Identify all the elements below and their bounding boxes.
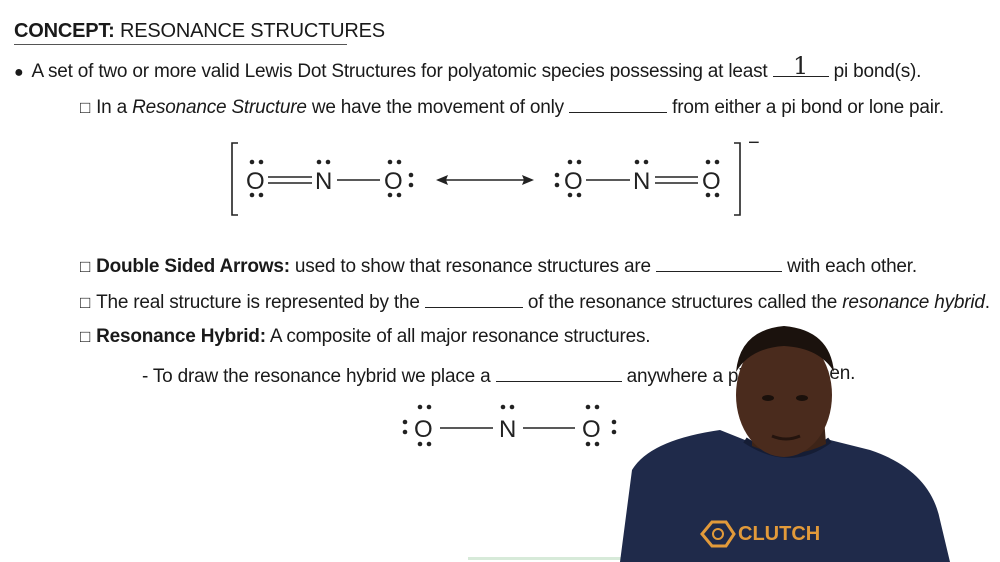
dashed-line-blank	[495, 363, 622, 382]
hybrid-line: □ Resonance Hybrid: A composite of all ma…	[80, 326, 651, 348]
definition-line: ● A set of two or more valid Lewis Dot St…	[14, 52, 922, 83]
definition-text: A set of two or more valid Lewis Dot Str…	[31, 61, 768, 82]
hybrid-atom-o2: O	[582, 416, 601, 443]
hybrid-diagram: O N O	[402, 404, 617, 447]
bottom-mark	[468, 557, 628, 560]
hybrid-atom-n: N	[499, 416, 516, 443]
rs2-end: .	[984, 292, 990, 313]
clutch-logo: CLUTCH	[700, 520, 820, 548]
average-blank	[424, 289, 523, 308]
lone-pairs	[249, 159, 264, 198]
atom-n1: N	[315, 168, 332, 195]
checkbox-icon: □	[80, 98, 91, 117]
structure-1: O N O	[246, 159, 414, 198]
double-arrow-icon	[436, 175, 534, 185]
movement-blank	[569, 94, 668, 113]
atom-o1: O	[246, 168, 265, 195]
hybrid-bold: Resonance Hybrid:	[96, 326, 266, 347]
atom-o3: O	[564, 168, 583, 195]
real-structure-line: □ The real structure is represented by th…	[80, 289, 990, 314]
da-text: used to show that resonance structures a…	[289, 256, 651, 277]
bullet-icon: ●	[14, 64, 24, 81]
hybrid-atom-o1: O	[414, 416, 433, 443]
resonance-diagram: − O N O O N	[231, 135, 760, 216]
rs2-text: The real structure is represented by the	[96, 292, 420, 313]
title-bold: CONCEPT:	[14, 20, 115, 42]
rs-italic: Resonance Structure	[132, 97, 307, 118]
draw-hybrid-end: een.	[819, 363, 856, 384]
rs2-after: of the resonance structures called the	[527, 292, 843, 313]
dh-text: - To draw the resonance hybrid we place …	[142, 366, 491, 387]
shirt	[620, 430, 950, 562]
checkbox-icon: □	[80, 257, 91, 276]
checkbox-icon: □	[80, 293, 91, 312]
shirt-logo-text: CLUTCH	[738, 523, 820, 545]
rs-mid: we have the movement of only	[306, 97, 564, 118]
title-rest: RESONANCE STRUCTURES	[114, 20, 385, 42]
pi-bond-blank: 1	[772, 52, 829, 80]
handwritten-answer: 1	[793, 52, 809, 80]
right-bracket	[734, 142, 741, 216]
head	[736, 333, 832, 457]
rs-after: from either a pi bond or lone pair.	[672, 97, 944, 118]
da-bold: Double Sided Arrows:	[96, 256, 290, 277]
draw-hybrid-line: - To draw the resonance hybrid we place …	[142, 363, 743, 388]
da-after: with each other.	[787, 256, 917, 277]
left-bracket	[231, 142, 238, 216]
with-each-other-blank	[655, 253, 782, 272]
resonance-structure-line: □ In a Resonance Structure we have the mo…	[80, 94, 944, 119]
double-arrows-line: □ Double Sided Arrows: used to show that …	[80, 253, 917, 278]
structure-2: O N O	[554, 159, 721, 198]
atom-o4: O	[702, 168, 721, 195]
rs2-italic: resonance hybrid	[842, 292, 985, 313]
rs-prefix: In a	[96, 97, 133, 118]
charge-label: −	[748, 135, 760, 154]
page-title: CONCEPT: RESONANCE STRUCTURES	[14, 20, 385, 43]
checkbox-icon: □	[80, 327, 91, 346]
atom-o2: O	[384, 168, 403, 195]
atom-n2: N	[633, 168, 650, 195]
title-underline	[14, 44, 347, 45]
dh-after: anywhere a pi	[626, 366, 743, 387]
hybrid-text: A composite of all major resonance struc…	[265, 326, 651, 347]
definition-after: pi bond(s).	[833, 61, 922, 82]
